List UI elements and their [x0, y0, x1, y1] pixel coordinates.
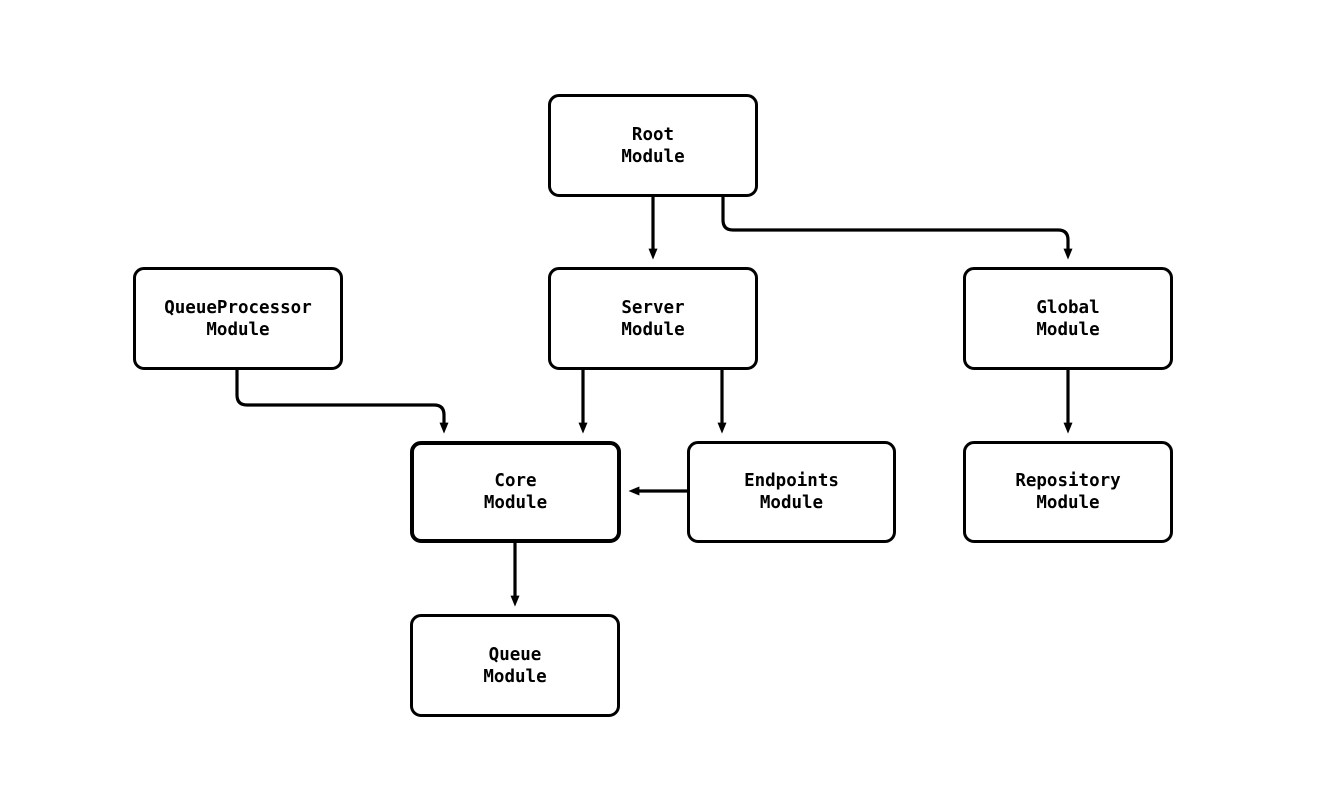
node-endpoints[interactable]: Endpoints Module [687, 441, 896, 543]
edge-paths [235, 197, 1073, 607]
node-label-server: Server Module [621, 297, 685, 340]
node-label-core: Core Module [483, 471, 548, 513]
node-global[interactable]: Global Module [963, 267, 1173, 370]
node-repository[interactable]: Repository Module [963, 441, 1173, 543]
node-queueprocessor[interactable]: QueueProcessor Module [133, 267, 343, 370]
node-label-repository: Repository Module [1015, 471, 1121, 513]
node-label-queueprocessor: QueueProcessor Module [164, 297, 312, 340]
node-label-root: Root Module [621, 124, 685, 167]
node-root[interactable]: Root Module [548, 94, 758, 197]
node-label-queue: Queue Module [483, 644, 547, 687]
node-server[interactable]: Server Module [548, 267, 758, 370]
edge-root-to-global [721, 197, 1073, 260]
node-core[interactable]: Core Module [410, 441, 621, 543]
node-label-endpoints: Endpoints Module [744, 471, 839, 513]
edge-queueprocessor-to-core [235, 370, 449, 434]
node-queue[interactable]: Queue Module [410, 614, 620, 717]
node-label-global: Global Module [1036, 297, 1100, 340]
